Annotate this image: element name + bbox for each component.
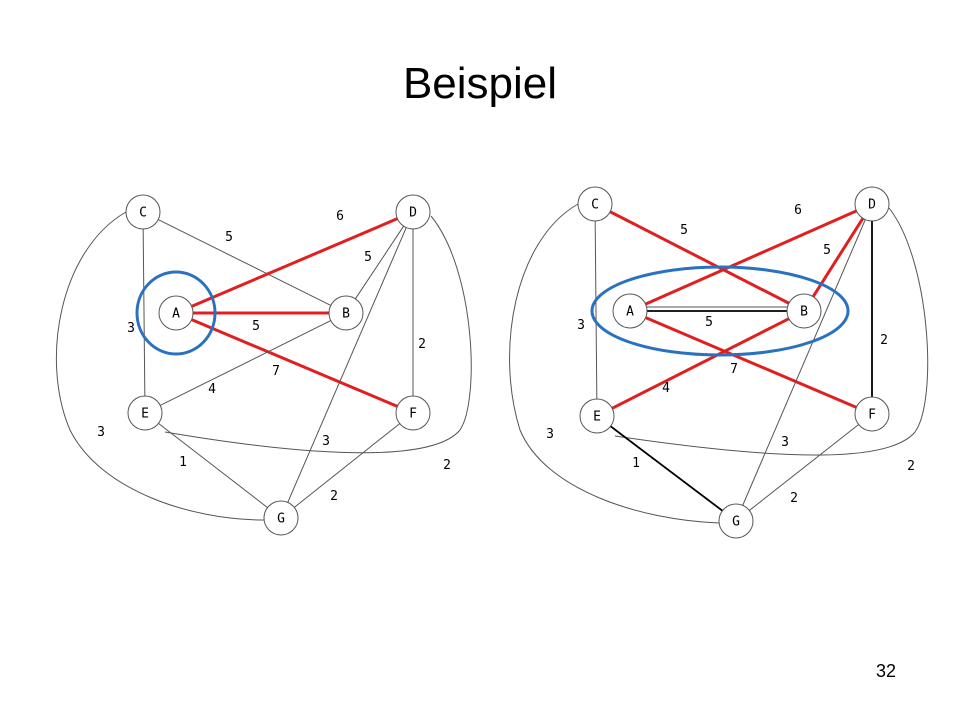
edge-c-g (509, 203, 720, 524)
edge-c-e-weight: 3 (577, 318, 585, 333)
edge-b-e (159, 320, 332, 406)
edge-c-e-weight: 3 (127, 321, 135, 336)
edge-c-b-weight: 5 (680, 223, 688, 238)
node-label-a: A (626, 305, 634, 320)
edge-c-b (157, 219, 332, 306)
edge-a-d (190, 217, 399, 308)
node-label-d: D (868, 198, 876, 213)
edge-a-f (190, 318, 399, 408)
edge-c-g (55, 211, 265, 521)
edge-b-e (610, 317, 791, 410)
edge-d-e-weight: 2 (907, 459, 915, 474)
graph-left: 5 3 3 6 5 5 7 4 2 3 2 1 2 C D A B E F G (55, 194, 472, 536)
edge-d-b-weight: 5 (823, 243, 831, 258)
node-label-e: E (593, 410, 601, 425)
selection-ab (590, 265, 850, 357)
edge-d-b (354, 225, 405, 300)
edge-a-b-weight: 5 (252, 319, 260, 334)
node-label-f: F (409, 407, 417, 422)
edge-f-g (748, 424, 860, 511)
node-e (579, 398, 615, 434)
edge-a-b-weight: 5 (705, 315, 713, 330)
node-d (854, 186, 890, 222)
edge-a-f-weight: 7 (730, 362, 738, 377)
node-f (395, 395, 431, 431)
edge-a-d-weight: 6 (336, 209, 344, 224)
node-label-g: G (277, 512, 285, 527)
node-c (577, 186, 613, 222)
edge-d-b-weight: 5 (364, 250, 372, 265)
node-label-c: C (591, 198, 599, 213)
node-b (786, 293, 822, 329)
edge-a-f (644, 316, 858, 409)
edge-c-g-weight: 3 (546, 427, 554, 442)
edge-e-g (609, 425, 724, 512)
edge-c-g-weight: 3 (97, 425, 105, 440)
edge-c-b (608, 210, 791, 305)
node-c (125, 194, 161, 230)
node-label-b: B (800, 305, 808, 320)
edge-f-g (293, 423, 401, 508)
node-f (854, 396, 890, 432)
edge-a-d (644, 209, 858, 306)
edge-d-g (287, 227, 407, 503)
edge-d-f-weight: 2 (418, 337, 426, 352)
page-number: 32 (876, 661, 897, 681)
edge-e-g (157, 422, 269, 509)
edge-b-e-weight: 4 (662, 381, 670, 396)
edge-b-e-weight: 4 (208, 382, 216, 397)
node-label-a: A (172, 307, 180, 322)
edge-c-b-weight: 5 (225, 230, 233, 245)
node-label-g: G (732, 515, 740, 530)
node-label-e: E (141, 407, 149, 422)
node-g (263, 500, 299, 536)
edge-c-e (142, 228, 146, 397)
edge-a-f-weight: 7 (272, 364, 280, 379)
node-label-c: C (139, 206, 147, 221)
edge-a-d-weight: 6 (794, 203, 802, 218)
edge-c-e (594, 220, 598, 400)
edge-e-g-weight: 1 (632, 456, 640, 471)
edge-f-g-weight: 2 (790, 491, 798, 506)
graph-right: 5 3 3 6 5 5 7 4 2 3 2 1 2 C D A B E F G (509, 186, 929, 539)
node-e (127, 395, 163, 431)
edge-d-e (614, 207, 929, 456)
edge-d-g-weight: 3 (781, 435, 789, 450)
node-g (718, 503, 754, 539)
node-a (158, 295, 194, 331)
node-label-d: D (409, 206, 417, 221)
node-b (328, 295, 364, 331)
node-label-b: B (342, 307, 350, 322)
edge-f-g-weight: 2 (330, 489, 338, 504)
edge-d-g-weight: 3 (322, 434, 330, 449)
selection-a (135, 270, 217, 356)
edge-d-e (164, 215, 472, 454)
node-a (612, 293, 648, 329)
edge-d-f-weight: 2 (880, 333, 888, 348)
edge-d-g (742, 219, 866, 506)
node-d (395, 194, 431, 230)
edge-d-e-weight: 2 (443, 458, 451, 473)
edge-e-g-weight: 1 (179, 455, 187, 470)
node-label-f: F (868, 408, 876, 423)
slide-title: Beispiel (402, 59, 558, 108)
